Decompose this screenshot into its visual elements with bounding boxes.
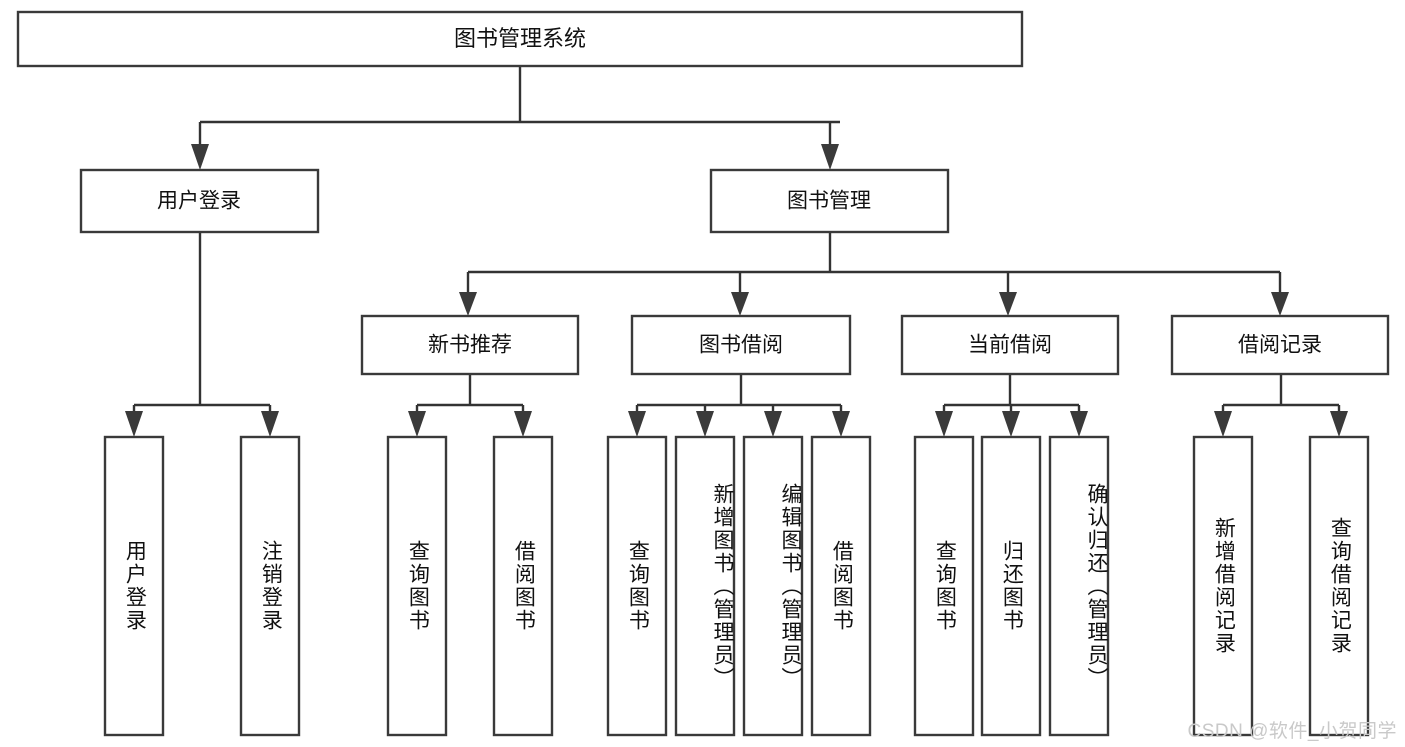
node-leaf-return-book-box[interactable] — [980, 435, 1042, 737]
node-leaf-borrow-book-2-box[interactable] — [810, 435, 872, 737]
arrow-head-leaf-query-book-1 — [408, 411, 426, 437]
node-book-manage-label: 图书管理 — [787, 190, 871, 213]
node-book-borrow-box[interactable] — [630, 314, 852, 376]
arrow-head-borrow-record — [1271, 292, 1289, 316]
arrow-head-leaf-edit-book — [764, 411, 782, 437]
node-leaf-user-login-box[interactable] — [103, 435, 165, 737]
arrow-head-current-borrow — [999, 292, 1017, 316]
arrow-head-leaf-add-book — [696, 411, 714, 437]
node-user-login-box[interactable] — [79, 168, 320, 234]
node-leaf-query-book-3-box[interactable] — [913, 435, 975, 737]
node-leaf-add-record-box[interactable] — [1192, 435, 1254, 737]
connector-group-borrow-record-to-leaves — [1214, 374, 1348, 437]
node-root-box[interactable] — [16, 10, 1024, 68]
node-root[interactable]: 图书管理系统 — [16, 10, 1024, 68]
node-leaf-edit-book-box[interactable] — [742, 435, 804, 737]
node-book-borrow[interactable]: 图书借阅 — [630, 314, 852, 376]
node-leaf-confirm-return-box[interactable] — [1048, 435, 1110, 737]
node-borrow-record-box[interactable] — [1170, 314, 1390, 376]
connector-group-current-borrow-to-leaves — [935, 374, 1088, 437]
arrow-head-leaf-add-record — [1214, 411, 1232, 437]
node-leaf-add-book-box[interactable] — [674, 435, 736, 737]
node-user-login[interactable]: 用户登录 — [79, 168, 320, 234]
node-new-book-recommend[interactable]: 新书推荐 — [360, 314, 580, 376]
node-new-book-recommend-box[interactable] — [360, 314, 580, 376]
connector-group-root-to-level2 — [191, 66, 840, 170]
arrow-head-user-login — [191, 144, 209, 170]
watermark-text: CSDN @软件_小贺同学 — [1187, 721, 1397, 742]
node-current-borrow[interactable]: 当前借阅 — [900, 314, 1120, 376]
node-new-book-recommend-label: 新书推荐 — [428, 334, 512, 357]
connector-group-book-borrow-to-leaves — [628, 374, 850, 437]
node-current-borrow-label: 当前借阅 — [968, 334, 1052, 357]
connector-group-book-manage-to-level3 — [459, 232, 1289, 316]
node-root-label: 图书管理系统 — [454, 26, 586, 51]
arrow-head-leaf-query-record — [1330, 411, 1348, 437]
node-leaf-user-logout-box[interactable] — [239, 435, 301, 737]
node-book-borrow-label: 图书借阅 — [699, 334, 783, 357]
arrow-head-leaf-user-logout — [261, 411, 279, 437]
node-book-manage-box[interactable] — [709, 168, 950, 234]
arrow-head-leaf-confirm-return — [1070, 411, 1088, 437]
arrow-head-leaf-borrow-book-2 — [832, 411, 850, 437]
node-borrow-record-label: 借阅记录 — [1238, 334, 1322, 357]
arrow-head-new-book-recommend — [459, 292, 477, 316]
node-leaf-query-book-2-box[interactable] — [606, 435, 668, 737]
node-leaf-query-book-1-box[interactable] — [386, 435, 448, 737]
arrow-head-book-borrow — [731, 292, 749, 316]
node-book-manage[interactable]: 图书管理 — [709, 168, 950, 234]
node-current-borrow-box[interactable] — [900, 314, 1120, 376]
node-leaf-borrow-book-1-box[interactable] — [492, 435, 554, 737]
arrow-head-leaf-query-book-3 — [935, 411, 953, 437]
arrow-head-leaf-user-login — [125, 411, 143, 437]
connector-group-user-login-to-leaves — [125, 232, 279, 437]
arrow-head-leaf-return-book — [1002, 411, 1020, 437]
arrow-head-leaf-query-book-2 — [628, 411, 646, 437]
arrow-head-leaf-borrow-book-1 — [514, 411, 532, 437]
node-borrow-record[interactable]: 借阅记录 — [1170, 314, 1390, 376]
node-leaf-query-record-box[interactable] — [1308, 435, 1370, 737]
node-user-login-label: 用户登录 — [157, 190, 241, 213]
connector-group-new-book-recommend-to-leaves — [408, 374, 532, 437]
arrow-head-book-manage — [821, 144, 839, 170]
